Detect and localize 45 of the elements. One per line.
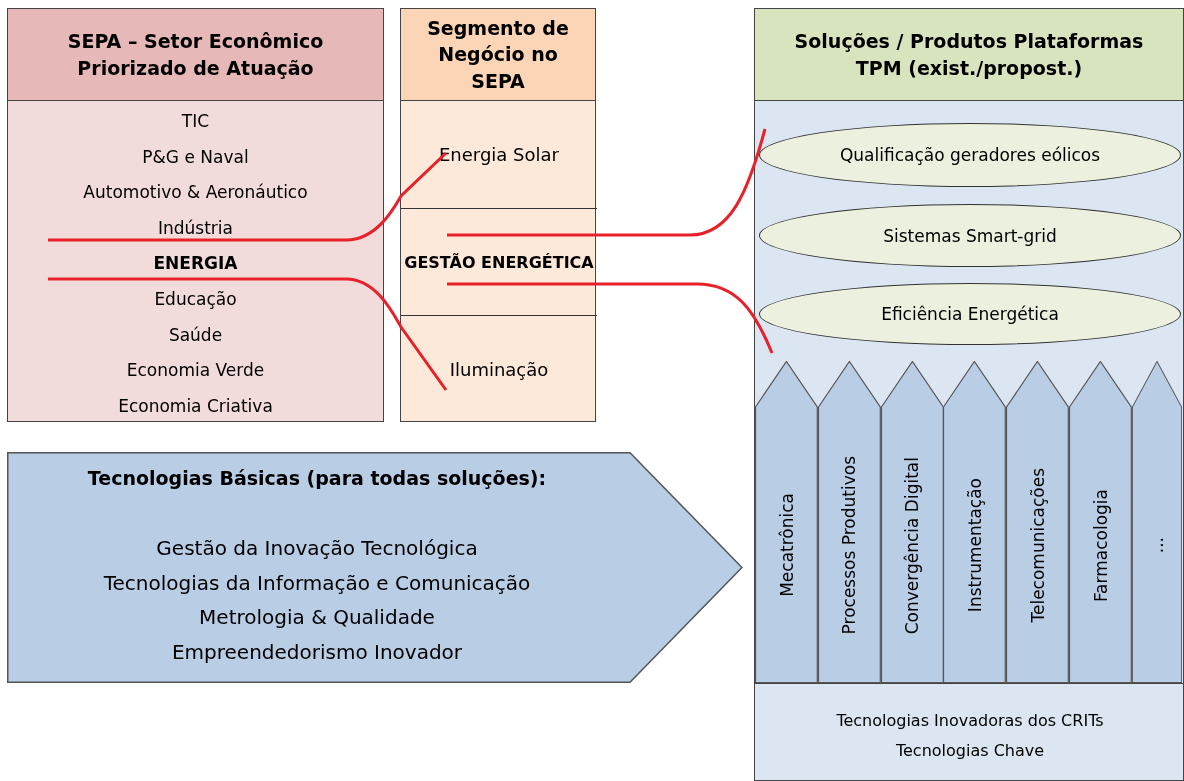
solution-ellipse: Sistemas Smart-grid xyxy=(759,204,1181,267)
list-item: Economia Criativa xyxy=(117,394,274,417)
column-header: Segmento de Negócio no SEPA xyxy=(401,9,595,101)
technology-label: Instrumentação xyxy=(964,478,985,613)
list-item: Economia Verde xyxy=(125,359,266,382)
pentagon-column xyxy=(817,361,881,683)
column-header: SEPA – Setor Econômico Priorizado de Atuação xyxy=(8,9,383,101)
highlight-connector xyxy=(447,282,774,354)
list-item: Educação xyxy=(153,288,238,310)
sector-column xyxy=(7,8,384,422)
arrow-list-item: Empreendedorismo Inovador xyxy=(170,639,464,664)
solution-ellipse: Eficiência Energética xyxy=(759,283,1181,345)
list-item: Saúde xyxy=(167,323,224,346)
technology-label: Farmacologia xyxy=(1090,488,1111,602)
pentagon-column xyxy=(755,361,818,683)
solutions-column xyxy=(754,8,1184,781)
pentagon-column xyxy=(880,361,944,683)
segment-label: GESTÃO ENERGÉTICA xyxy=(404,252,594,272)
column-header: Soluções / Produtos Plataformas TPM (exist./propost.) xyxy=(755,9,1183,101)
pentagon-column xyxy=(943,361,1007,683)
technology-label: Processos Produtivos xyxy=(839,456,860,635)
pentagon-column xyxy=(1069,361,1132,683)
list-item: TIC xyxy=(180,110,211,132)
list-item: Automotivo & Aeronáutico xyxy=(82,181,309,204)
technology-label: Convergência Digital xyxy=(902,456,923,634)
solution-ellipse: Qualificação geradores eólicos xyxy=(759,123,1181,187)
technology-label: Mecatrônica xyxy=(776,493,797,597)
segment-label: Iluminação xyxy=(449,359,549,380)
segment-column xyxy=(400,8,596,422)
footer-label: Tecnologias Inovadoras dos CRITs xyxy=(835,710,1105,732)
basic-technologies-arrow xyxy=(7,452,743,683)
segment-label: Energia Solar xyxy=(439,144,559,165)
technology-label: ... xyxy=(1146,537,1167,554)
arrow-heading: Tecnologias Básicas (para todas soluções): xyxy=(86,467,548,489)
arrow-list-item: Metrologia & Qualidade xyxy=(198,605,436,629)
arrow-list-item: Tecnologias da Informação e Comunicação xyxy=(102,570,532,595)
pentagon-column xyxy=(1006,361,1069,683)
list-item: P&G e Naval xyxy=(141,145,250,168)
highlight-connector xyxy=(447,128,767,237)
pentagon-column xyxy=(1131,361,1182,683)
technology-label: Telecomunicações xyxy=(1027,467,1048,623)
footer-label: Tecnologias Chave xyxy=(894,740,1046,762)
list-item: ENERGIA xyxy=(152,252,239,275)
list-item: Indústria xyxy=(157,216,234,239)
arrow-list-item: Gestão da Inovação Tecnológica xyxy=(155,536,479,560)
